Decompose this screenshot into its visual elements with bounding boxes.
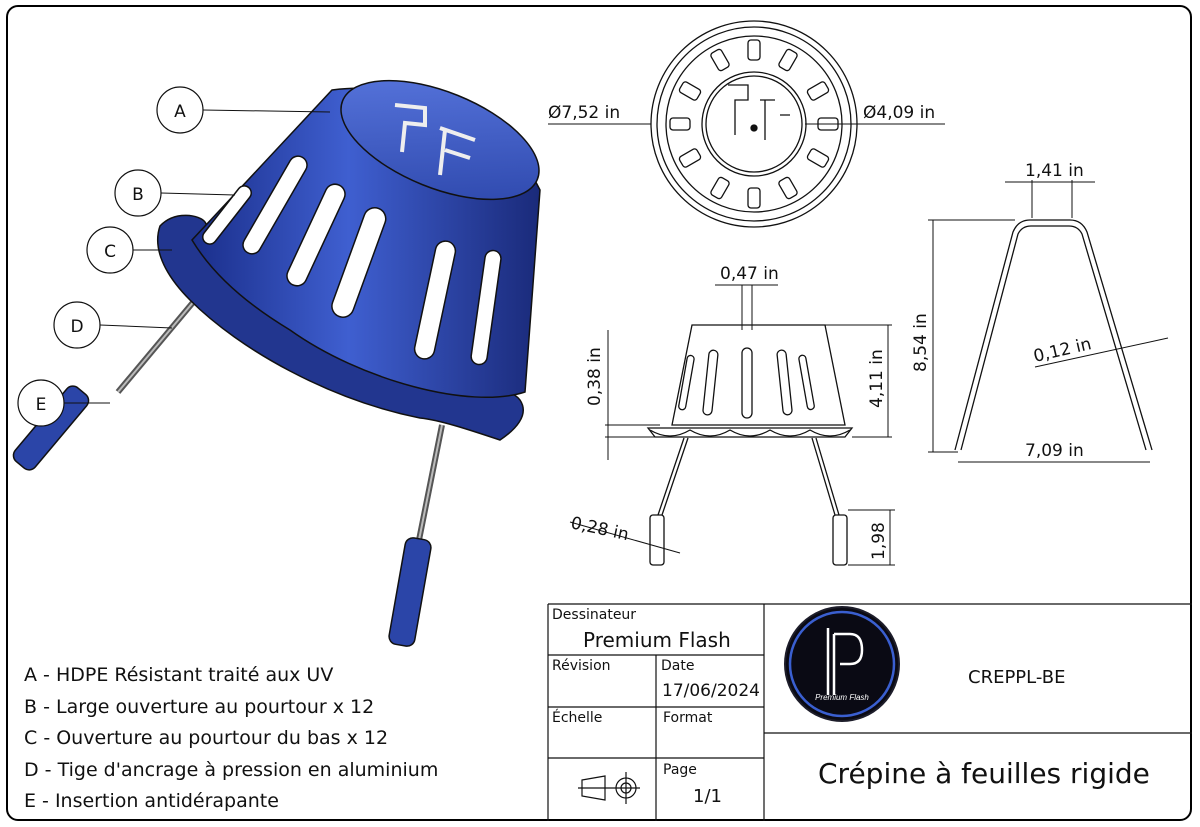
iso-view bbox=[12, 79, 541, 647]
callout-d: D bbox=[53, 301, 173, 349]
logo-text: Premium Flash bbox=[815, 693, 869, 702]
callout-a: A bbox=[156, 86, 331, 134]
dim-label: 0,28 in bbox=[569, 513, 631, 545]
dim-rod-height: 8,54 in bbox=[911, 219, 1015, 453]
dim-label: Ø7,52 in bbox=[548, 103, 620, 123]
dim-slot-width: 0,47 in bbox=[715, 264, 779, 330]
dim-label: Ø4,09 in bbox=[863, 103, 935, 123]
projection-symbol-icon bbox=[578, 772, 640, 804]
dim-label: 8,54 in bbox=[911, 313, 931, 372]
dim-body-height: 4,11 in bbox=[825, 324, 892, 438]
dim-label: 7,09 in bbox=[1025, 441, 1084, 461]
dim-label: 0,47 in bbox=[720, 264, 779, 284]
reference-code: CREPPL-BE bbox=[968, 667, 1066, 688]
callout-letter: C bbox=[104, 242, 116, 262]
dim-base-height: 0,38 in bbox=[585, 330, 660, 460]
dim-rod-thickness: 0,12 in bbox=[1032, 334, 1169, 368]
legend: A - HDPE Résistant traité aux UV B - Lar… bbox=[24, 660, 438, 818]
revision-label: Révision bbox=[552, 658, 611, 674]
dim-label: 1,41 in bbox=[1025, 161, 1084, 181]
dim-label: 0,38 in bbox=[585, 347, 605, 406]
callout-letter: E bbox=[36, 395, 47, 415]
date-label: Date bbox=[661, 658, 695, 674]
premium-flash-logo: Premium Flash bbox=[784, 606, 900, 722]
dim-inner-diameter: Ø4,09 in bbox=[805, 103, 945, 125]
callout-b: B bbox=[114, 169, 236, 217]
dim-outer-diameter: Ø7,52 in bbox=[548, 103, 651, 125]
callout-letter: D bbox=[70, 317, 83, 337]
front-view bbox=[646, 324, 854, 566]
legend-item-c: C - Ouverture au pourtour du bas x 12 bbox=[24, 727, 389, 749]
designer-value: Premium Flash bbox=[583, 628, 731, 652]
callout-letter: A bbox=[174, 102, 186, 122]
dim-label: 4,11 in bbox=[867, 349, 887, 408]
dim-label: 0,12 in bbox=[1032, 334, 1094, 367]
legend-item-e: E - Insertion antidérapante bbox=[24, 790, 279, 812]
title-block-grid bbox=[547, 603, 1192, 821]
drawing-frame bbox=[6, 5, 1192, 821]
dim-label: 1,98 bbox=[869, 522, 889, 560]
dim-tip-length: 1,98 bbox=[848, 509, 895, 566]
callout-c: C bbox=[86, 226, 172, 274]
legend-item-b: B - Large ouverture au pourtour x 12 bbox=[24, 695, 375, 718]
format-label: Format bbox=[663, 710, 713, 726]
designer-label: Dessinateur bbox=[552, 607, 637, 623]
page-label: Page bbox=[663, 762, 697, 778]
page-value: 1/1 bbox=[693, 786, 722, 807]
dim-rod-top-width: 1,41 in bbox=[1005, 161, 1095, 218]
legend-item-a: A - HDPE Résistant traité aux UV bbox=[24, 664, 334, 686]
drawing-title: Crépine à feuilles rigide bbox=[818, 757, 1150, 790]
callout-letter: B bbox=[132, 185, 144, 205]
callout-e: E bbox=[17, 379, 110, 427]
scale-label: Échelle bbox=[552, 710, 603, 726]
rod-view bbox=[954, 219, 1153, 451]
dim-rod-span: 7,09 in bbox=[958, 441, 1150, 463]
date-value: 17/06/2024 bbox=[662, 681, 760, 701]
dim-tip-diameter: 0,28 in bbox=[569, 513, 681, 554]
legend-item-d: D - Tige d'ancrage à pression en alumini… bbox=[24, 758, 439, 781]
